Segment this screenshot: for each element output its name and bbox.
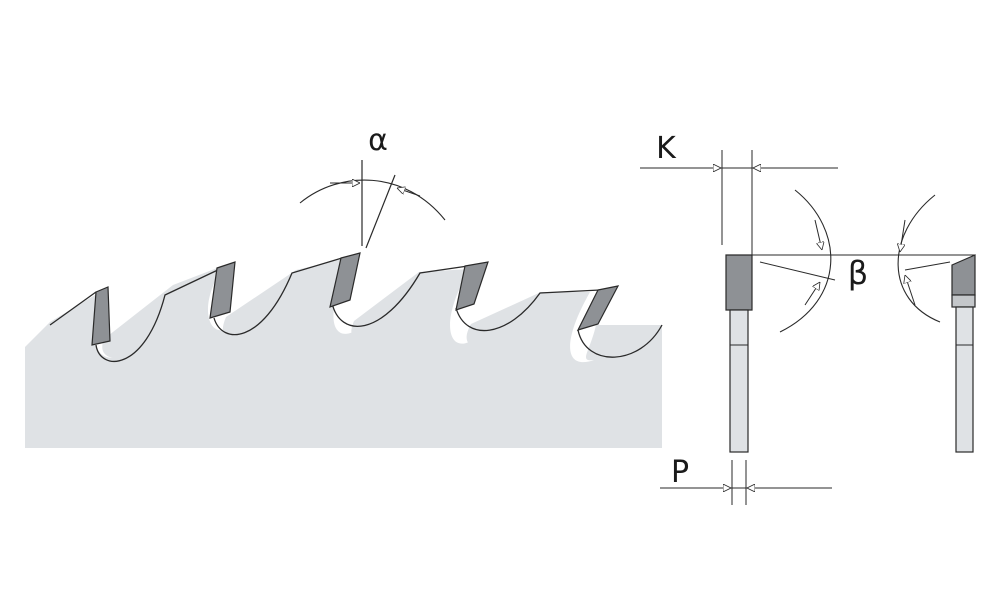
gullet-1 [95, 267, 223, 362]
gullet-4 [455, 289, 601, 332]
blade-side-view: α [25, 123, 663, 448]
gullet-5 [577, 324, 663, 358]
label-plate: P [671, 455, 689, 490]
bevel-arrow-lb [804, 282, 820, 306]
bevel-line-right [904, 261, 951, 271]
rake-face-line [365, 174, 396, 249]
plate-body-right [955, 306, 974, 453]
tooth-tip-front [725, 254, 753, 311]
bevel-arrow-rt [900, 219, 906, 252]
blade-body [25, 256, 662, 448]
bevel-arrow-rb [905, 275, 916, 306]
carbide-tip-3 [329, 252, 361, 308]
tooth-front-view-left: K P [640, 131, 838, 505]
bevel-line-left [759, 261, 836, 281]
gullet-2 [213, 257, 343, 336]
rake-arrow-right [397, 188, 421, 197]
label-rake-angle: α [368, 123, 388, 158]
tooth-outline-1 [49, 291, 97, 326]
carbide-tip-5 [576, 285, 620, 331]
tooth-base-right [951, 294, 976, 308]
bevel-angle-annotation: β [738, 189, 975, 333]
bevel-arc-right [897, 194, 941, 323]
carbide-tip-2 [209, 261, 236, 319]
label-kerf: K [656, 131, 677, 166]
tooth-front-view-right [951, 254, 976, 453]
rake-angle-arc [299, 179, 446, 221]
plate-body-left [729, 309, 749, 453]
label-bevel-angle: β [848, 254, 868, 292]
carbide-tip-4 [455, 261, 489, 311]
bevel-arc-left [779, 189, 832, 333]
tooth-tip-right [951, 254, 976, 296]
bevel-arrow-lt [814, 219, 822, 250]
gullet-3 [331, 265, 469, 327]
carbide-tip-1 [91, 286, 111, 346]
